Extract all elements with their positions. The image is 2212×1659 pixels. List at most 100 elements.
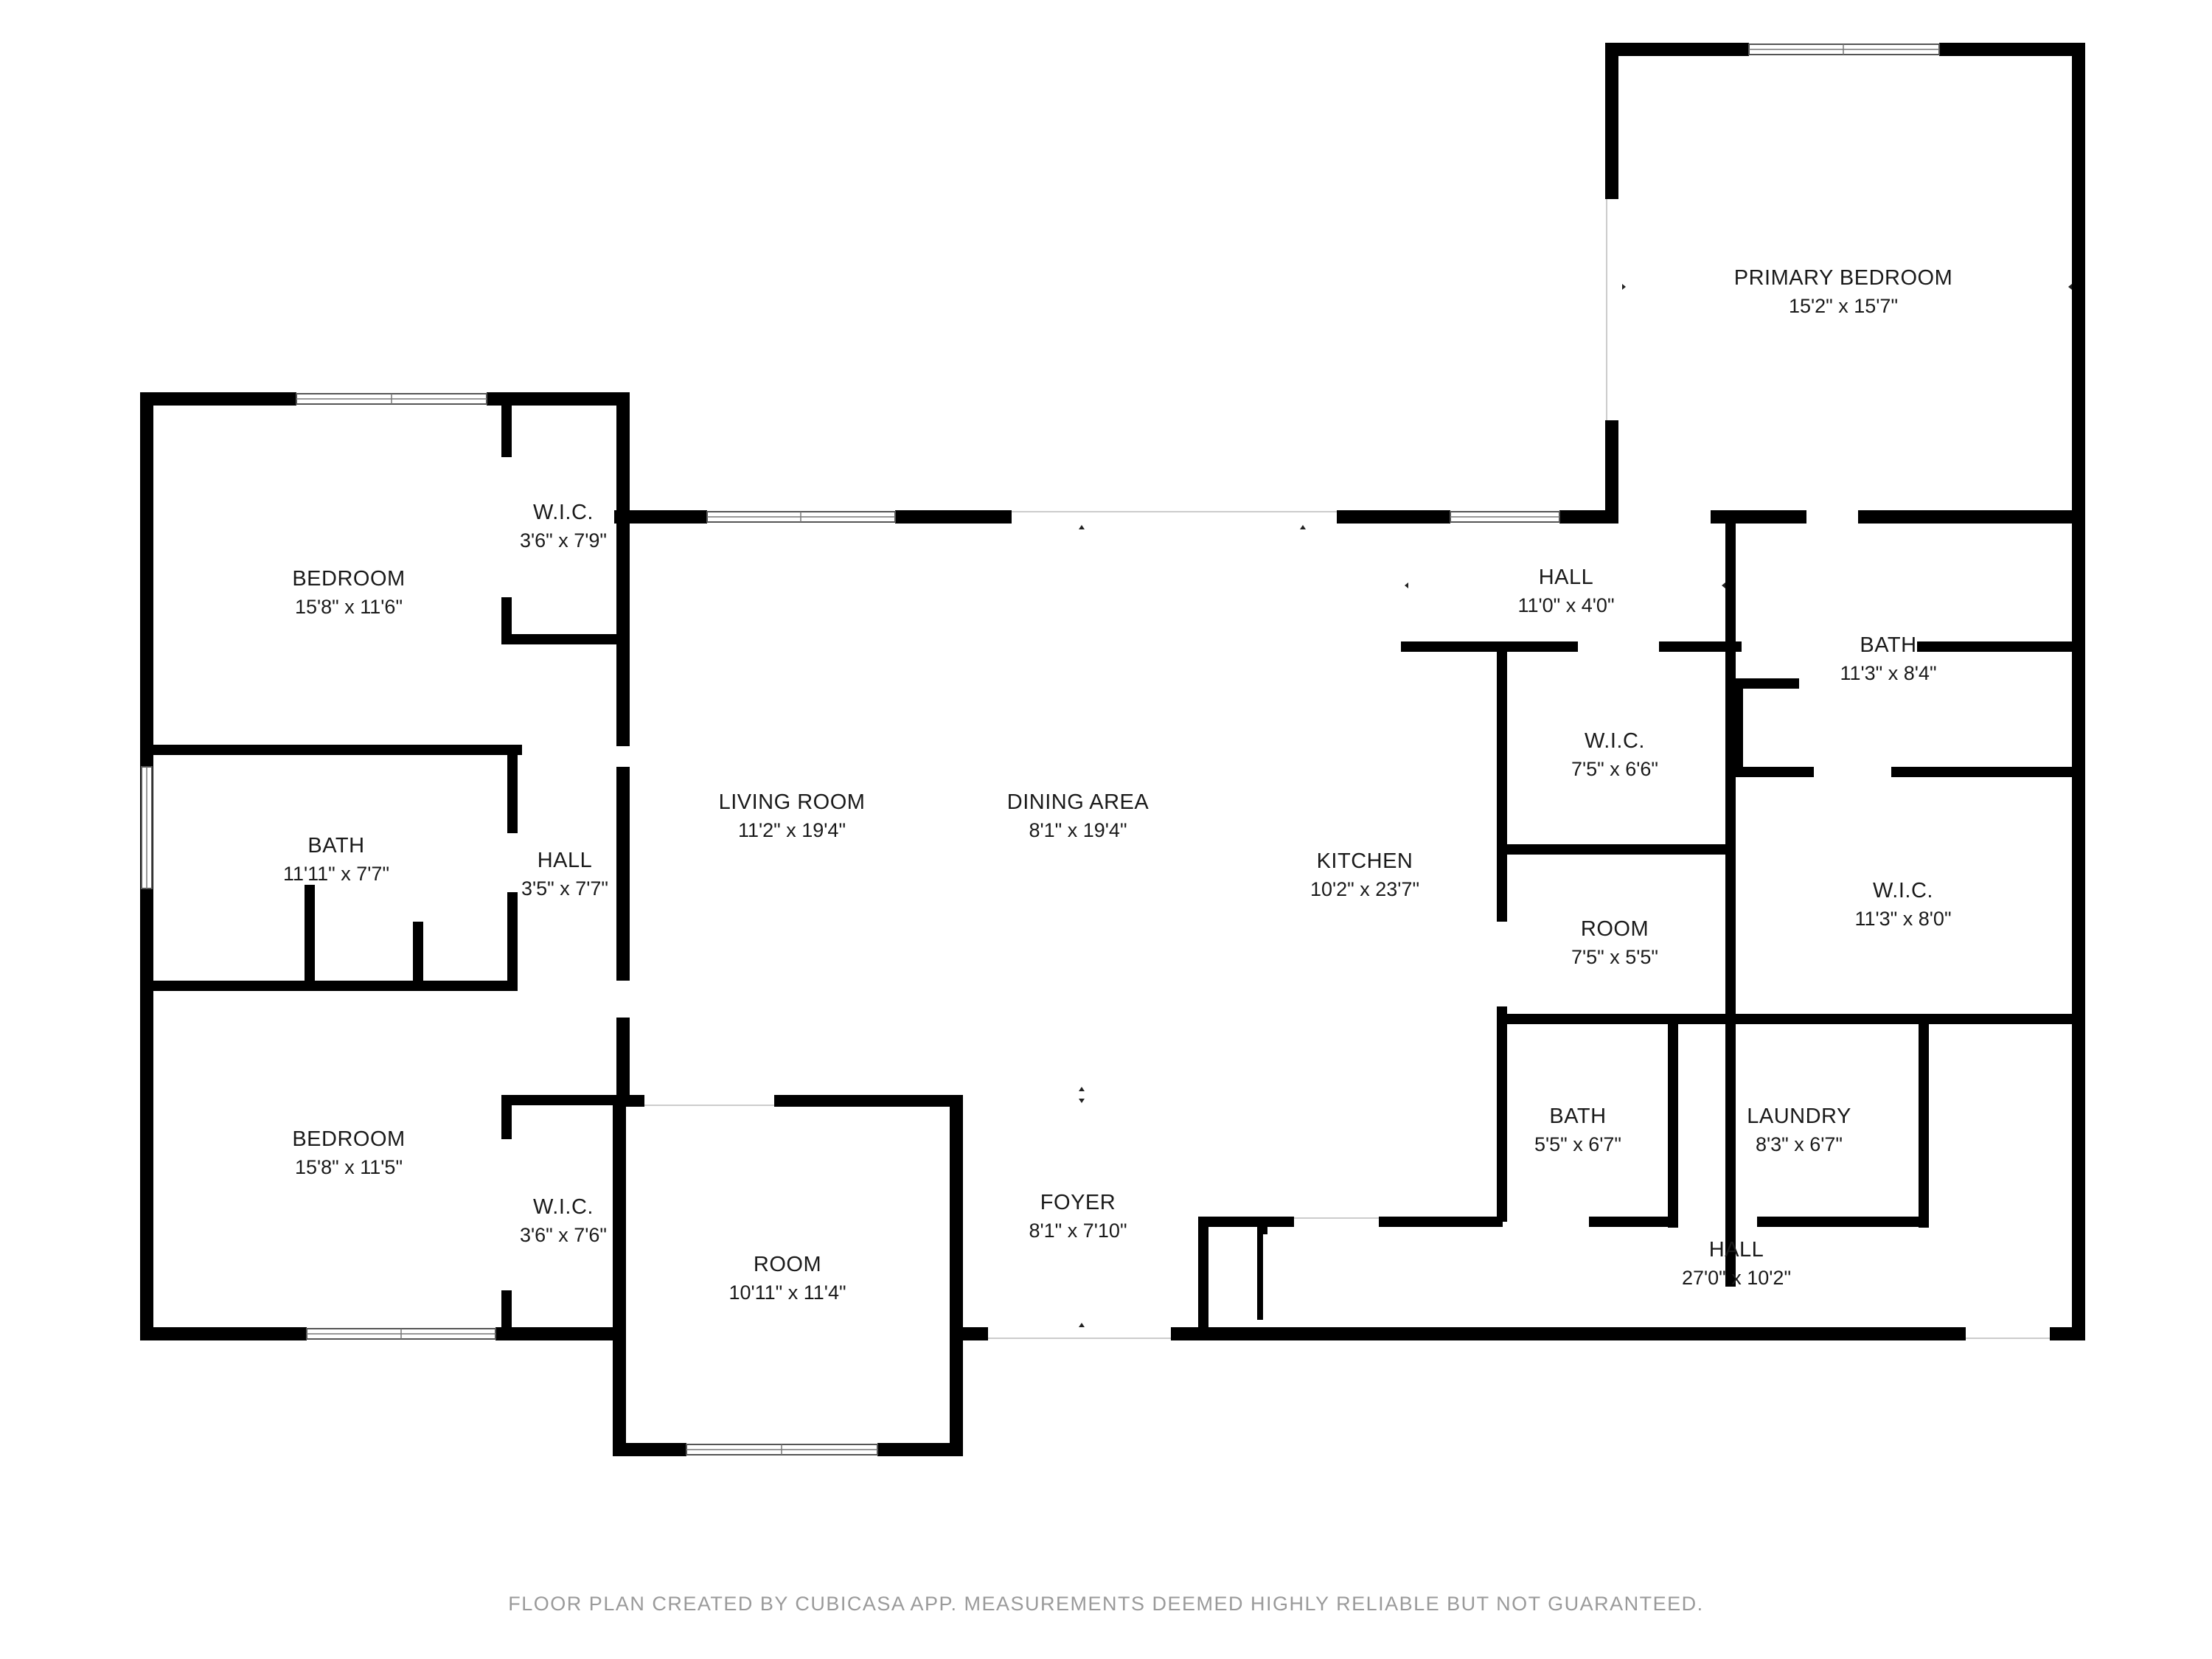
wall bbox=[507, 892, 518, 988]
room-dimensions: 3'6" x 7'6" bbox=[520, 1224, 607, 1246]
wall bbox=[1605, 43, 1749, 56]
room-living-room: LIVING ROOM 11'2" x 19'4" bbox=[719, 790, 865, 841]
room-laundry: LAUNDRY 8'3" x 6'7" bbox=[1747, 1105, 1851, 1155]
room-dimensions: 10'2" x 23'7" bbox=[1310, 878, 1419, 900]
wall bbox=[1919, 1018, 1929, 1228]
wall bbox=[1500, 1014, 2079, 1024]
room-hall-bottom: HALL 27'0" x 10'2" bbox=[1682, 1238, 1791, 1289]
wall bbox=[1559, 510, 1618, 524]
wall bbox=[613, 1443, 686, 1456]
window bbox=[1748, 44, 1940, 55]
wall bbox=[501, 1095, 619, 1105]
room-name: HALL bbox=[1539, 566, 1594, 589]
wall bbox=[877, 1443, 963, 1456]
room-dimensions: 11'3" x 8'0" bbox=[1854, 908, 1951, 930]
room-dimensions: 11'3" x 8'4" bbox=[1840, 662, 1936, 684]
room-name: BEDROOM bbox=[292, 567, 405, 591]
room-name: HALL bbox=[538, 849, 593, 872]
wall bbox=[616, 392, 630, 746]
room-name: W.I.C. bbox=[1873, 879, 1933, 902]
dimension-arrows bbox=[1079, 284, 2072, 1327]
wall bbox=[1891, 767, 2079, 777]
room-dimensions: 3'6" x 7'9" bbox=[520, 529, 607, 552]
room-bedroom-top: BEDROOM 15'8" x 11'6" bbox=[292, 567, 405, 618]
wall bbox=[950, 1095, 963, 1456]
wall bbox=[613, 1095, 626, 1456]
wall bbox=[1757, 1217, 1928, 1227]
wall bbox=[1733, 682, 1743, 771]
wall bbox=[1497, 641, 1578, 652]
wall bbox=[774, 1095, 963, 1107]
wall bbox=[618, 1095, 644, 1107]
wall bbox=[501, 1290, 512, 1335]
window bbox=[706, 511, 896, 523]
wall bbox=[1733, 767, 1814, 777]
room-name: LAUNDRY bbox=[1747, 1105, 1851, 1128]
room-name: DINING AREA bbox=[1007, 790, 1150, 814]
room-foyer: FOYER 8'1" x 7'10" bbox=[1029, 1191, 1127, 1242]
wall bbox=[413, 922, 423, 987]
wall bbox=[507, 745, 518, 833]
room-name: KITCHEN bbox=[1317, 849, 1413, 873]
wall bbox=[616, 1018, 630, 1099]
wall bbox=[140, 1327, 307, 1340]
room-name: BEDROOM bbox=[292, 1127, 405, 1151]
room-room-bottom: ROOM 10'11" x 11'4" bbox=[728, 1253, 846, 1304]
wall bbox=[1605, 420, 1618, 518]
window bbox=[296, 393, 487, 405]
walls bbox=[140, 43, 2085, 1456]
room-wic-bottom-left: W.I.C. 3'6" x 7'6" bbox=[520, 1195, 607, 1246]
wall bbox=[1605, 43, 1618, 199]
room-bath-right: BATH 11'3" x 8'4" bbox=[1840, 633, 1936, 684]
room-wic-top-left: W.I.C. 3'6" x 7'9" bbox=[520, 501, 607, 552]
room-name: W.I.C. bbox=[533, 1195, 594, 1219]
wall bbox=[1257, 1224, 1263, 1320]
room-name: W.I.C. bbox=[533, 501, 594, 524]
wall bbox=[1171, 1327, 1966, 1340]
room-dimensions: 5'5" x 6'7" bbox=[1534, 1133, 1621, 1155]
wall bbox=[1858, 510, 2079, 524]
wall bbox=[501, 634, 619, 644]
wall bbox=[1659, 641, 1742, 652]
room-hall-left: HALL 3'5" x 7'7" bbox=[521, 849, 608, 900]
wall bbox=[1711, 510, 1806, 524]
window bbox=[1450, 511, 1560, 523]
wall bbox=[501, 398, 512, 457]
room-name: W.I.C. bbox=[1585, 729, 1645, 753]
room-dimensions: 3'5" x 7'7" bbox=[521, 877, 608, 900]
wall bbox=[501, 1095, 512, 1139]
room-bath-small: BATH 5'5" x 6'7" bbox=[1534, 1105, 1621, 1155]
room-dimensions: 7'5" x 5'5" bbox=[1571, 946, 1658, 968]
wall bbox=[1500, 844, 1731, 855]
room-dimensions: 11'11" x 7'7" bbox=[283, 863, 389, 885]
wall bbox=[147, 745, 522, 755]
room-dimensions: 15'8" x 11'6" bbox=[295, 596, 403, 618]
wall bbox=[1725, 520, 1736, 1287]
room-dimensions: 8'3" x 6'7" bbox=[1756, 1133, 1843, 1155]
wall bbox=[1589, 1217, 1670, 1227]
room-dimensions: 7'5" x 6'6" bbox=[1571, 758, 1658, 780]
wall bbox=[616, 767, 630, 981]
room-wic-middle: W.I.C. 7'5" x 6'6" bbox=[1571, 729, 1658, 780]
room-room-middle: ROOM 7'5" x 5'5" bbox=[1571, 917, 1658, 968]
room-bath-left: BATH 11'11" x 7'7" bbox=[283, 834, 389, 885]
wall bbox=[2050, 1327, 2085, 1340]
wall bbox=[1668, 1018, 1678, 1228]
wall bbox=[1733, 678, 1799, 689]
wall bbox=[1939, 43, 2085, 56]
wall bbox=[1497, 1006, 1507, 1222]
room-dimensions: 27'0" x 10'2" bbox=[1682, 1267, 1791, 1289]
room-name: ROOM bbox=[754, 1253, 821, 1276]
room-name: PRIMARY BEDROOM bbox=[1734, 266, 1952, 290]
room-name: BATH bbox=[307, 834, 364, 858]
openings bbox=[644, 199, 2050, 1339]
wall bbox=[1379, 1217, 1503, 1227]
wall bbox=[1917, 641, 2079, 652]
room-name: BATH bbox=[1549, 1105, 1606, 1128]
room-dining-area: DINING AREA 8'1" x 19'4" bbox=[1007, 790, 1150, 841]
wall bbox=[1401, 641, 1504, 652]
window bbox=[306, 1328, 496, 1340]
wall bbox=[1198, 1217, 1294, 1227]
wall bbox=[147, 981, 518, 991]
